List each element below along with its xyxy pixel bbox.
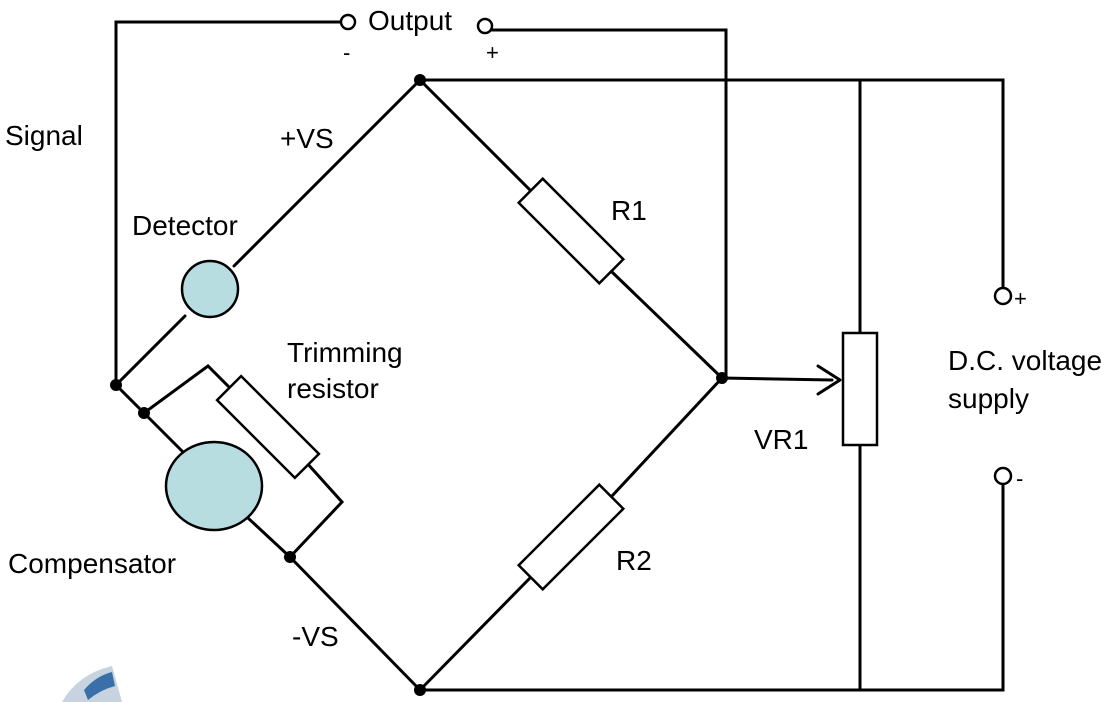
r1-label: R1 — [611, 195, 647, 226]
detector-sensor — [180, 259, 240, 319]
node-bottom-dot — [414, 684, 426, 696]
wires — [114, 20, 1005, 692]
supply-plus-terminal — [993, 286, 1013, 306]
r1-lower-wire — [610, 270, 724, 380]
left-node-wire — [114, 383, 146, 415]
r2-label: R2 — [616, 545, 652, 576]
r2-upper-wire — [610, 376, 724, 498]
plus-vs-label: +VS — [280, 123, 334, 154]
output-minus-sign: - — [343, 40, 350, 65]
output-plus-sign: + — [486, 40, 499, 65]
comp-outer-lower-wire — [288, 460, 345, 559]
gas-sensor-logo — [62, 666, 122, 702]
detector-upper-wire — [232, 78, 422, 268]
compensator-label: Compensator — [8, 548, 176, 579]
resistor-r2 — [516, 482, 626, 592]
vr1-label: VR1 — [754, 424, 808, 455]
supply-minus-sign: - — [1016, 466, 1023, 491]
supply-minus-terminal — [993, 466, 1013, 486]
detector-lower-wire — [114, 314, 187, 387]
output-minus-terminal — [339, 13, 357, 31]
trimming-label: Trimming — [287, 337, 403, 368]
junction-dots — [110, 74, 728, 696]
output-plus-terminal — [476, 17, 494, 35]
output-minus-wire — [114, 20, 343, 387]
comp-inner-lower-wire — [246, 516, 292, 559]
r2-lower-wire — [418, 576, 532, 692]
supply-label-line1: D.C. voltage — [948, 345, 1102, 376]
minus-vs-wire — [288, 555, 422, 692]
node-right-dot — [716, 372, 728, 384]
potentiometer-vr1 — [841, 331, 879, 447]
bottom-rail-wire — [418, 482, 1005, 692]
node-left-dot — [110, 379, 122, 391]
top-rail-wire — [418, 78, 1005, 290]
wiper-arrow-icon — [816, 364, 842, 396]
comp-inner-upper-wire — [142, 411, 187, 456]
resistor-r1 — [516, 176, 626, 286]
node-comp-lower-dot — [284, 551, 296, 563]
node-top-dot — [414, 74, 426, 86]
detector-label: Detector — [132, 210, 238, 241]
output-plus-wire — [490, 28, 728, 380]
signal-label: Signal — [5, 120, 83, 151]
trimming-resistor — [215, 374, 321, 480]
output-label: Output — [368, 5, 452, 36]
resistor-label: resistor — [287, 373, 379, 404]
compensator-sensor — [164, 440, 264, 532]
supply-plus-sign: + — [1014, 286, 1027, 311]
wiper-wire — [720, 376, 834, 382]
supply-label-line2: supply — [948, 383, 1029, 414]
minus-vs-label: -VS — [292, 621, 339, 652]
r1-upper-wire — [418, 78, 532, 192]
comp-outer-upper-wire — [142, 364, 236, 415]
node-comp-upper-dot — [138, 407, 150, 419]
